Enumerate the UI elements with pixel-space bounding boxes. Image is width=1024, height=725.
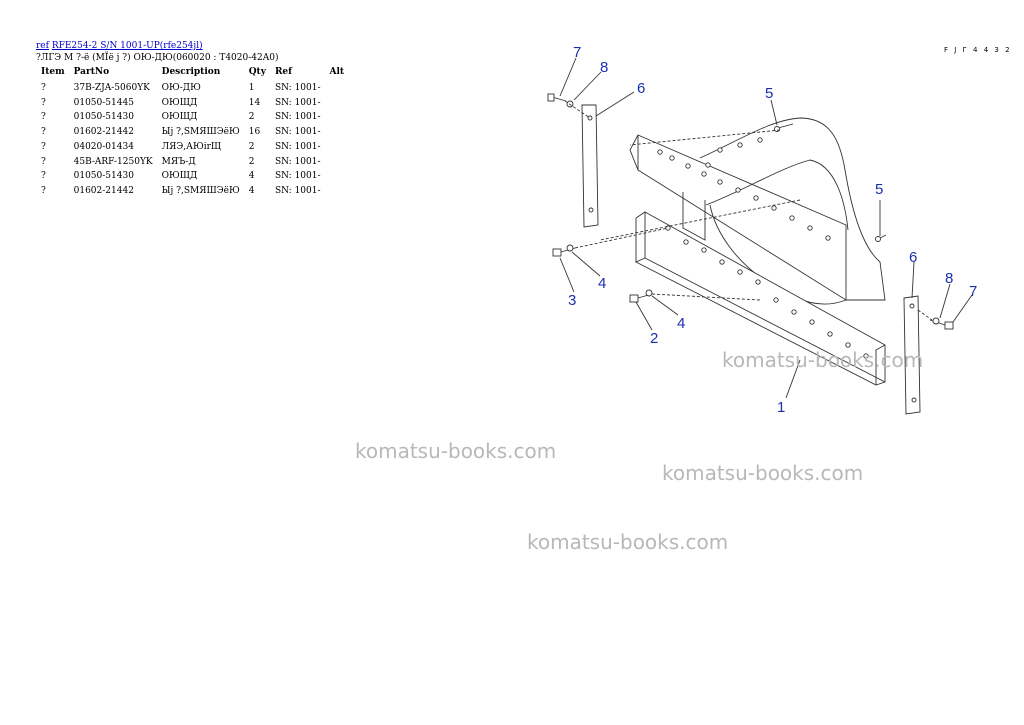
curved-back-plate <box>699 117 886 301</box>
partno-cell: 01050-51430 <box>73 171 134 182</box>
ref-cell: SN: 1001- <box>274 156 321 167</box>
callout-2: 2 <box>650 330 658 347</box>
callout-6-right: 6 <box>909 249 917 266</box>
ref-cell: SN: 1001- <box>274 185 321 196</box>
qty-cell: 4 <box>248 185 255 196</box>
qty-cell: 4 <box>248 171 255 182</box>
item-cell: ? <box>41 112 46 123</box>
partno-cell: 37B-ZJA-5060YK <box>73 83 150 93</box>
column-header-ref: Ref <box>274 67 293 77</box>
ref-cell: SN: 1001- <box>274 83 321 93</box>
alt-cell <box>327 169 351 184</box>
ref-cell: SN: 1001- <box>274 171 321 182</box>
description-cell: ЛЯЭ,АЮirЩ <box>161 141 222 152</box>
qty-cell: 2 <box>248 156 255 167</box>
table-row: ? 01602-21442 Ыj ?,SМЯШЭёЮ 16 SN: 1001- <box>38 125 350 140</box>
partno-cell: 01050-51430 <box>73 112 134 123</box>
watermark: komatsu-books.com <box>662 461 864 485</box>
table-row: ? 01050-51430 ОЮЩД 2 SN: 1001- <box>38 110 350 125</box>
right-bar-part-6 <box>903 295 921 415</box>
ref-cell: SN: 1001- <box>274 97 321 108</box>
page-subtitle: ?ЛГЭ М ?-ё (МЇё j ?) ОЮ-ДЮ(060020 : T402… <box>36 53 279 63</box>
callout-5-right: 5 <box>875 181 883 198</box>
table-header-row: Item PartNo Description Qty Ref Alt <box>38 65 350 81</box>
description-cell: МЯЪ-Д <box>161 156 196 167</box>
callout-7-right: 7 <box>969 283 977 300</box>
watermark: komatsu-books.com <box>722 348 924 372</box>
alt-cell <box>327 81 351 96</box>
callout-4-lower: 4 <box>677 315 685 332</box>
alt-cell <box>327 96 351 111</box>
item-cell: ? <box>41 127 46 138</box>
partno-cell: 45B-ARF-1250YK <box>73 156 153 167</box>
description-cell: Ыj ?,SМЯШЭёЮ <box>161 127 240 138</box>
item-cell: ? <box>41 97 46 108</box>
table-row: ? 01602-21442 Ыj ?,SМЯШЭёЮ 4 SN: 1001- <box>38 184 350 199</box>
partno-cell: 01050-51445 <box>73 97 134 108</box>
watermark: komatsu-books.com <box>527 530 729 554</box>
alt-cell <box>327 140 351 155</box>
qty-cell: 1 <box>248 83 255 93</box>
item-cell: ? <box>41 185 46 196</box>
callout-1: 1 <box>777 399 785 416</box>
qty-cell: 14 <box>248 97 261 108</box>
table-row: ? 01050-51430 ОЮЩД 4 SN: 1001- <box>38 169 350 184</box>
description-cell: ОЮЩД <box>161 112 198 123</box>
callout-4-left: 4 <box>598 275 606 292</box>
ref-link[interactable]: ref <box>36 41 49 51</box>
alt-cell <box>327 155 351 170</box>
left-bar-part-6 <box>581 104 599 228</box>
table-row: ? 01050-51445 ОЮЩД 14 SN: 1001- <box>38 96 350 111</box>
column-header-description: Description <box>161 67 221 77</box>
description-cell: Ыj ?,SМЯШЭёЮ <box>161 185 240 196</box>
column-header-partno: PartNo <box>73 67 110 77</box>
item-cell: ? <box>41 156 46 167</box>
qty-cell: 2 <box>248 112 255 123</box>
description-cell: ОЮЩД <box>161 97 198 108</box>
callout-6-top: 6 <box>637 80 645 97</box>
item-cell: ? <box>41 83 46 93</box>
partno-cell: 04020-01434 <box>73 141 134 152</box>
callout-8-right: 8 <box>945 270 953 287</box>
ref-cell: SN: 1001- <box>274 112 321 123</box>
callout-3: 3 <box>568 292 576 309</box>
ref-cell: SN: 1001- <box>274 127 321 138</box>
ref-cell: SN: 1001- <box>274 141 321 152</box>
column-header-item: Item <box>41 67 65 77</box>
header-links: ref RFE254-2 S/N 1001-UP(rfe254jl) <box>36 40 203 52</box>
alt-cell <box>327 184 351 199</box>
item-cell: ? <box>41 171 46 182</box>
column-header-qty: Qty <box>248 67 266 77</box>
qty-cell: 16 <box>248 127 261 138</box>
column-header-alt: Alt <box>329 67 345 77</box>
description-cell: ОЮ-ДЮ <box>161 83 201 93</box>
table-row: ? 04020-01434 ЛЯЭ,АЮirЩ 2 SN: 1001- <box>38 140 350 155</box>
qty-cell: 2 <box>248 141 255 152</box>
model-link[interactable]: RFE254-2 S/N 1001-UP(rfe254jl) <box>51 41 203 51</box>
callout-5-top: 5 <box>765 85 773 102</box>
page-code: F J Г 4 4 3 2 <box>944 46 1012 54</box>
table-row: ? 45B-ARF-1250YK МЯЪ-Д 2 SN: 1001- <box>38 155 350 170</box>
watermark: komatsu-books.com <box>355 439 557 463</box>
table-row: ? 37B-ZJA-5060YK ОЮ-ДЮ 1 SN: 1001- <box>38 81 350 96</box>
description-cell: ОЮЩД <box>161 171 198 182</box>
partno-cell: 01602-21442 <box>73 127 134 138</box>
callout-7-top: 7 <box>573 44 581 61</box>
parts-table: Item PartNo Description Qty Ref Alt ? 37B… <box>38 65 350 199</box>
partno-cell: 01602-21442 <box>73 185 134 196</box>
item-cell: ? <box>41 141 46 152</box>
parts-exploded-diagram: 7 8 6 5 5 6 8 7 3 4 4 2 1 <box>547 44 977 416</box>
alt-cell <box>327 125 351 140</box>
callout-8-top: 8 <box>600 59 608 76</box>
alt-cell <box>327 110 351 125</box>
